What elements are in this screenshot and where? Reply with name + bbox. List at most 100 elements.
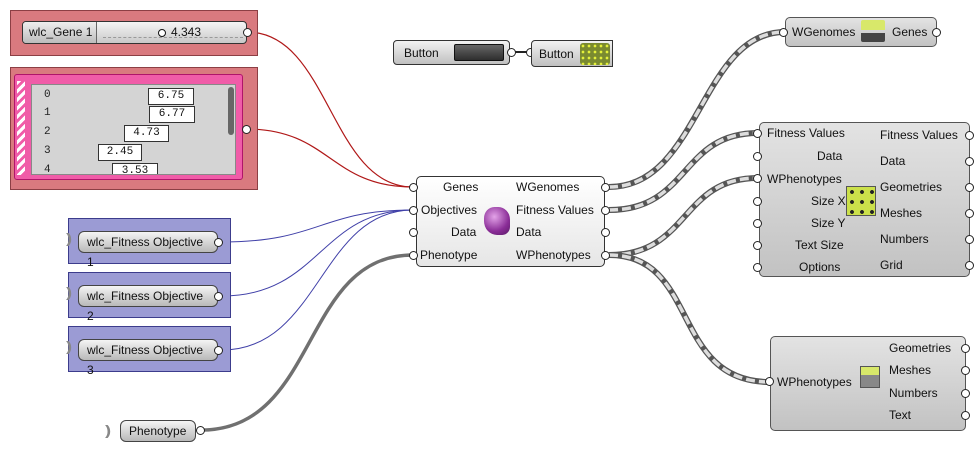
fitness-output-label: Grid bbox=[880, 258, 903, 272]
wgenomes-output-label: Genes bbox=[892, 25, 928, 39]
wire-fitness-values bbox=[608, 130, 759, 213]
pool-index: 2 bbox=[44, 126, 51, 138]
gene-pool[interactable]: 0 1 2 3 4 6.75 6.77 4.73 2.45 3.53 bbox=[14, 74, 243, 180]
phenotype-output-grip[interactable] bbox=[961, 344, 970, 353]
pool-scrollbar[interactable] bbox=[228, 87, 234, 135]
main-output-grip-wgenomes[interactable] bbox=[601, 183, 610, 192]
button-param-label: Button bbox=[539, 47, 574, 61]
main-input-grip-objectives[interactable] bbox=[409, 206, 418, 215]
toggle-button[interactable]: Button bbox=[393, 40, 510, 65]
fitness-input-label: Size X bbox=[811, 194, 846, 208]
pool-value[interactable]: 2.45 bbox=[98, 144, 142, 161]
phenotype-output-label: Meshes bbox=[889, 363, 932, 377]
wire-wphenotypes-fitness bbox=[608, 175, 759, 258]
phenotype-output-label: Geometries bbox=[889, 341, 952, 355]
fitness-output-grip[interactable] bbox=[965, 235, 974, 244]
main-output-grip-fitness[interactable] bbox=[601, 206, 610, 215]
pool-value[interactable]: 6.77 bbox=[149, 106, 195, 123]
pool-index: 0 bbox=[44, 89, 51, 101]
fitness-input-grip[interactable] bbox=[753, 263, 762, 272]
main-output-fitness-values: Fitness Values bbox=[516, 203, 594, 217]
toggle-button-face[interactable] bbox=[454, 44, 504, 61]
slider-knob[interactable] bbox=[158, 29, 166, 37]
objective-3-label: wlc_Fitness Objective 3 bbox=[87, 343, 204, 377]
pool-index: 4 bbox=[44, 164, 51, 175]
fitness-input-grip[interactable] bbox=[753, 174, 762, 183]
fitness-output-grip[interactable] bbox=[965, 183, 974, 192]
fitness-input-grip[interactable] bbox=[753, 152, 762, 161]
wire-objective-2 bbox=[221, 209, 414, 297]
wire-pool-genes bbox=[245, 128, 414, 188]
gene-pool-list: 0 1 2 3 4 6.75 6.77 4.73 2.45 3.53 bbox=[31, 84, 236, 175]
objective-2-output-grip[interactable] bbox=[214, 292, 223, 301]
fitness-input-label: Text Size bbox=[795, 238, 844, 252]
fitness-input-grip[interactable] bbox=[753, 219, 762, 228]
wgenomes-input-grip[interactable] bbox=[779, 28, 788, 37]
main-output-grip-data[interactable] bbox=[601, 228, 610, 237]
fitness-output-label: Numbers bbox=[880, 232, 929, 246]
objective-2-param[interactable]: wlc_Fitness Objective 2 bbox=[78, 285, 218, 323]
main-input-phenotype: Phenotype bbox=[420, 248, 478, 262]
gene-pool-output-grip[interactable] bbox=[242, 125, 251, 134]
objective-3-output-grip[interactable] bbox=[214, 346, 223, 355]
gene-pool-zigzag-edge bbox=[17, 81, 25, 175]
main-output-wgenomes: WGenomes bbox=[516, 180, 580, 194]
slider-output-grip[interactable] bbox=[243, 28, 252, 37]
fitness-input-grip[interactable] bbox=[753, 197, 762, 206]
fitness-output-label: Fitness Values bbox=[880, 128, 958, 142]
fitness-output-grip[interactable] bbox=[965, 261, 974, 270]
slider-name: wlc_Gene 1 bbox=[29, 25, 93, 39]
phenotype-output-grip[interactable] bbox=[961, 411, 970, 420]
wgenomes-output-grip[interactable] bbox=[932, 28, 941, 37]
fitness-output-grip[interactable] bbox=[965, 209, 974, 218]
objective-1-param[interactable]: wlc_Fitness Objective 1 bbox=[78, 231, 218, 269]
fitness-output-label: Meshes bbox=[880, 206, 923, 220]
button-param[interactable]: Button bbox=[531, 40, 613, 67]
main-input-grip-phenotype[interactable] bbox=[409, 251, 418, 260]
pool-index: 1 bbox=[44, 107, 51, 119]
pool-value[interactable]: 4.73 bbox=[124, 125, 169, 142]
pool-value[interactable]: 3.53 bbox=[112, 163, 158, 174]
wgenomes-icon bbox=[861, 20, 885, 42]
fitness-input-grip[interactable] bbox=[753, 241, 762, 250]
button-output-grip[interactable] bbox=[507, 48, 516, 57]
main-component[interactable] bbox=[416, 176, 605, 267]
phenotype-output-grip[interactable] bbox=[961, 366, 970, 375]
objective-1-label: wlc_Fitness Objective 1 bbox=[87, 235, 204, 269]
pool-value[interactable]: 6.75 bbox=[148, 88, 194, 105]
fitness-output-grip[interactable] bbox=[965, 131, 974, 140]
point-cloud-icon bbox=[580, 43, 610, 65]
main-output-wphenotypes: WPhenotypes bbox=[516, 248, 591, 262]
phenotype-cube-icon bbox=[860, 366, 880, 388]
phenotype-input-grip[interactable] bbox=[765, 377, 774, 386]
objective-2-label: wlc_Fitness Objective 2 bbox=[87, 289, 204, 323]
slider-name-tag: wlc_Gene 1 bbox=[23, 22, 97, 43]
fitness-output-grip[interactable] bbox=[965, 157, 974, 166]
wire-slider-genes bbox=[246, 31, 414, 188]
fitness-input-label: WPhenotypes bbox=[767, 172, 842, 186]
phenotype-output-label: Numbers bbox=[889, 386, 938, 400]
fitness-input-label: Options bbox=[799, 260, 841, 274]
main-component-icon bbox=[484, 207, 510, 235]
main-output-grip-wphenotypes[interactable] bbox=[601, 251, 610, 260]
pool-index: 3 bbox=[44, 145, 51, 157]
phenotype-output-label: Text bbox=[889, 408, 912, 422]
phenotype-param[interactable]: Phenotype bbox=[120, 420, 196, 442]
main-input-genes: Genes bbox=[443, 180, 479, 194]
main-output-data: Data bbox=[516, 225, 542, 239]
phenotype-output-grip[interactable] bbox=[196, 426, 205, 435]
wire-phenotype bbox=[200, 253, 414, 432]
fitness-input-grip[interactable] bbox=[753, 129, 762, 138]
fitness-input-label: Fitness Values bbox=[767, 126, 845, 140]
wgenomes-input-label: WGenomes bbox=[792, 25, 856, 39]
objective-1-wireless-icon: ))) bbox=[66, 230, 72, 246]
main-input-grip-data[interactable] bbox=[409, 228, 418, 237]
phenotype-output-grip[interactable] bbox=[961, 389, 970, 398]
main-input-data: Data bbox=[451, 225, 477, 239]
gene-slider[interactable]: wlc_Gene 1 4.343 bbox=[22, 21, 247, 44]
objective-1-output-grip[interactable] bbox=[214, 238, 223, 247]
objective-3-param[interactable]: wlc_Fitness Objective 3 bbox=[78, 339, 218, 377]
toggle-button-label: Button bbox=[404, 46, 439, 60]
main-input-grip-genes[interactable] bbox=[409, 183, 418, 192]
